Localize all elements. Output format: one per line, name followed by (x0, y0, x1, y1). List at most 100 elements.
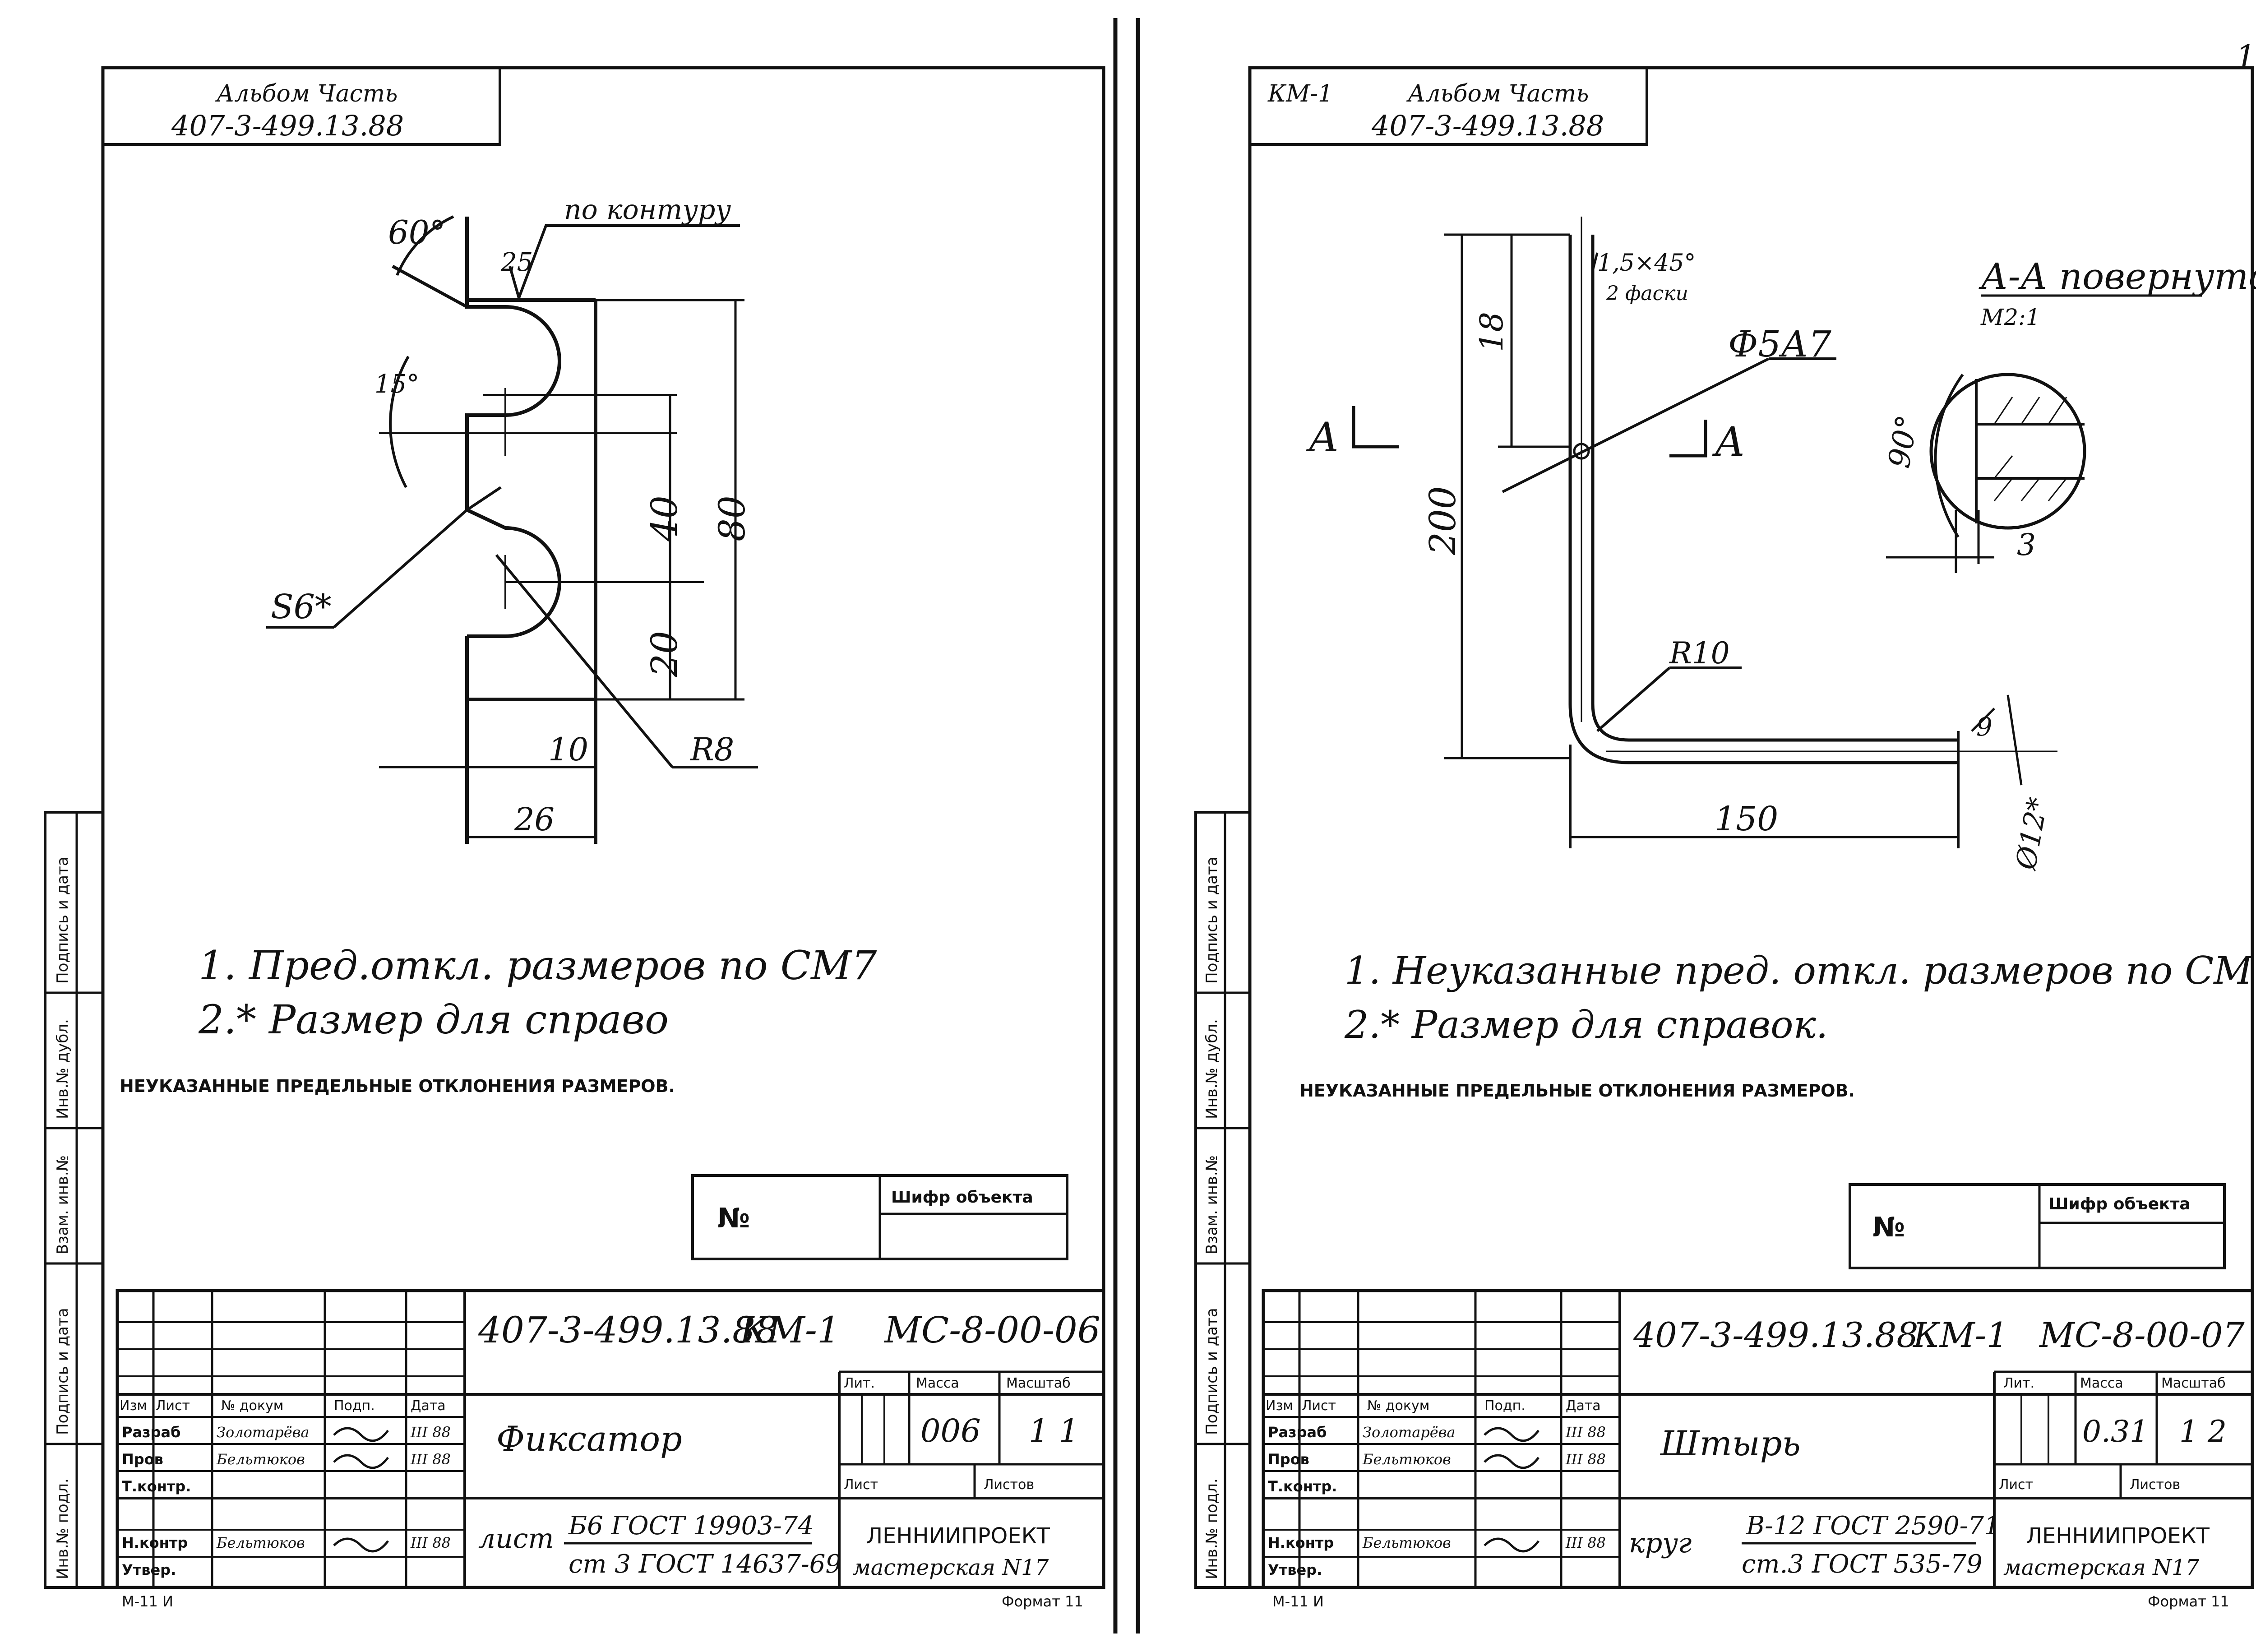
general-note: НЕУКАЗАННЫЕ ПРЕДЕЛЬНЫЕ ОТКЛОНЕНИЯ РАЗМЕР… (1299, 1081, 1855, 1101)
roughness-label: 25 (500, 248, 533, 277)
s6-label: S6* (271, 588, 332, 626)
svg-text:Подпись и дата: Подпись и дата (54, 1308, 72, 1435)
svg-text:Дата: Дата (411, 1398, 446, 1414)
note-2: 2.* Размер для справо (198, 996, 669, 1043)
svg-text:Пров: Пров (1268, 1451, 1309, 1468)
svg-text:Взам. инв.№: Взам. инв.№ (54, 1155, 72, 1254)
object-code-box: № Шифр объекта (691, 1174, 1068, 1260)
project-code: 407-3-499.13.88 (478, 1309, 778, 1351)
dim-3: 3 (2017, 528, 2036, 562)
r8-label: R8 (689, 731, 734, 768)
svg-text:Утвер.: Утвер. (122, 1561, 176, 1578)
project-code: 407-3-499.13.88 (1633, 1315, 1919, 1355)
sheet-left: Альбом Часть 407-3-499.13.88 60° 25 по к… (44, 66, 1105, 1610)
part-drawing-fixator: 60° 25 по контуру 15° S6* 40 80 (266, 194, 758, 844)
svg-text:Альбом Часть: Альбом Часть (1406, 80, 1589, 107)
svg-text:Масса: Масса (2080, 1375, 2123, 1391)
material-top: Б6 ГОСТ 19903-74 (568, 1511, 814, 1541)
material-bottom: ст.3 ГОСТ 535-79 (1742, 1550, 1983, 1579)
part-name: Штырь (1660, 1423, 1801, 1463)
material-kind: круг (1629, 1527, 1692, 1559)
mass-value: 006 (920, 1412, 981, 1449)
svg-text:Масштаб: Масштаб (1006, 1375, 1071, 1391)
dim-200: 200 (1422, 486, 1464, 555)
svg-text:М-11 И: М-11 И (122, 1593, 173, 1610)
note-1: 1. Неуказанные пред. откл. размеров по С… (1345, 949, 2256, 993)
svg-text:№: № (1872, 1212, 1905, 1243)
part-name: Фиксатор (496, 1419, 682, 1459)
svg-text:III 88: III 88 (1565, 1424, 1606, 1441)
chamfer2-label: 2 фаски (1606, 282, 1688, 305)
svg-text:Н.контр: Н.контр (122, 1534, 188, 1551)
svg-text:III 88: III 88 (1565, 1534, 1606, 1551)
svg-text:Т.контр.: Т.контр. (122, 1478, 191, 1495)
drawing-number: МС-8-00-07 (2039, 1315, 2245, 1355)
svg-text:Инв.№ подл.: Инв.№ подл. (1203, 1478, 1221, 1579)
svg-text:Разраб: Разраб (1268, 1424, 1327, 1441)
material-kind: лист (478, 1523, 554, 1555)
svg-text:Инв.№ дубл.: Инв.№ дубл. (54, 1019, 72, 1119)
svg-text:Лист: Лист (844, 1477, 878, 1493)
workshop: мастерская N17 (2003, 1555, 2200, 1580)
svg-text:Масса: Масса (916, 1375, 959, 1391)
general-note: НЕУКАЗАННЫЕ ПРЕДЕЛЬНЫЕ ОТКЛОНЕНИЯ РАЗМЕР… (120, 1076, 675, 1096)
svg-text:Н.контр: Н.контр (1268, 1534, 1334, 1551)
svg-text:Шифр объекта: Шифр объекта (891, 1188, 1033, 1207)
organization: ЛЕННИИПРОЕКТ (866, 1523, 1050, 1549)
r10-label: R10 (1669, 636, 1730, 671)
chamfer-label: 1,5×45° (1597, 250, 1696, 277)
svg-text:III 88: III 88 (1565, 1451, 1606, 1468)
dim-20: 20 (643, 631, 685, 677)
object-code-box: № Шифр объекта (1849, 1183, 2226, 1269)
svg-text:Лист: Лист (1999, 1477, 2033, 1493)
svg-text:Т.контр.: Т.контр. (1268, 1478, 1337, 1495)
svg-text:№ докум: № докум (221, 1398, 283, 1414)
side-strip: Подпись и дата Инв.№ дубл. Взам. инв.№ П… (44, 811, 104, 1589)
svg-text:Листов: Листов (984, 1477, 1034, 1493)
svg-text:Лист: Лист (156, 1398, 190, 1414)
svg-text:Подп.: Подп. (1484, 1398, 1526, 1414)
svg-text:Альбом Часть: Альбом Часть (215, 80, 398, 107)
dim-18: 18 (1473, 312, 1510, 352)
svg-text:III 88: III 88 (410, 1534, 451, 1551)
workshop: мастерская N17 (853, 1555, 1049, 1580)
svg-text:КМ-1: КМ-1 (1267, 80, 1333, 107)
dim-80: 80 (711, 495, 753, 541)
svg-text:Листов: Листов (2130, 1477, 2180, 1493)
section-title: А-А повернуто (1979, 255, 2256, 297)
svg-text:Инв.№ дубл.: Инв.№ дубл. (1203, 1019, 1221, 1119)
title-block: Изм Лист № докум Подп. Дата Разраб Пров … (116, 1289, 1105, 1610)
angle-label: 60° (388, 213, 446, 251)
svg-text:Изм: Изм (120, 1398, 147, 1414)
side-strip: Подпись и дата Инв.№ дубл. Взам. инв.№ П… (1194, 811, 1251, 1589)
svg-text:Бельтюков: Бельтюков (216, 1534, 305, 1551)
dim-150: 150 (1715, 800, 1778, 838)
stage: КМ-1 (1912, 1315, 2008, 1355)
svg-text:Золотарёва: Золотарёва (1363, 1424, 1455, 1441)
svg-text:407-3-499.13.88: 407-3-499.13.88 (1371, 109, 1604, 142)
dim-10: 10 (548, 731, 588, 768)
svg-text:Формат 11: Формат 11 (2148, 1593, 2229, 1610)
material-top: В-12 ГОСТ 2590-71 (1746, 1511, 2000, 1541)
svg-text:Лит.: Лит. (844, 1375, 875, 1391)
svg-text:Лист: Лист (1302, 1398, 1336, 1414)
svg-text:Взам. инв.№: Взам. инв.№ (1203, 1155, 1221, 1254)
svg-text:Формат 11: Формат 11 (1002, 1593, 1083, 1610)
svg-text:№: № (717, 1203, 750, 1234)
svg-text:Утвер.: Утвер. (1268, 1561, 1322, 1578)
svg-text:Золотарёва: Золотарёва (217, 1424, 309, 1441)
angle2-label: 15° (374, 370, 419, 399)
svg-text:Подпись и дата: Подпись и дата (1203, 856, 1221, 984)
svg-text:Бельтюков: Бельтюков (1362, 1451, 1451, 1468)
svg-text:Бельтюков: Бельтюков (216, 1451, 305, 1468)
svg-text:Инв.№ подл.: Инв.№ подл. (54, 1478, 72, 1579)
corner-stamp: КМ-1 Альбом Часть 407-3-499.13.88 (1248, 66, 1648, 146)
svg-text:Масштаб: Масштаб (2161, 1375, 2226, 1391)
scale-value: 1 2 (2179, 1414, 2227, 1449)
title-block: Изм Лист № докум Подп. Дата Разраб Пров … (1262, 1289, 2254, 1610)
svg-text:III 88: III 88 (410, 1424, 451, 1441)
contour-label: по контуру (564, 194, 731, 226)
svg-text:М-11 И: М-11 И (1272, 1593, 1324, 1610)
svg-text:Подп.: Подп. (334, 1398, 375, 1414)
section-mark-left: А (1306, 414, 1339, 461)
